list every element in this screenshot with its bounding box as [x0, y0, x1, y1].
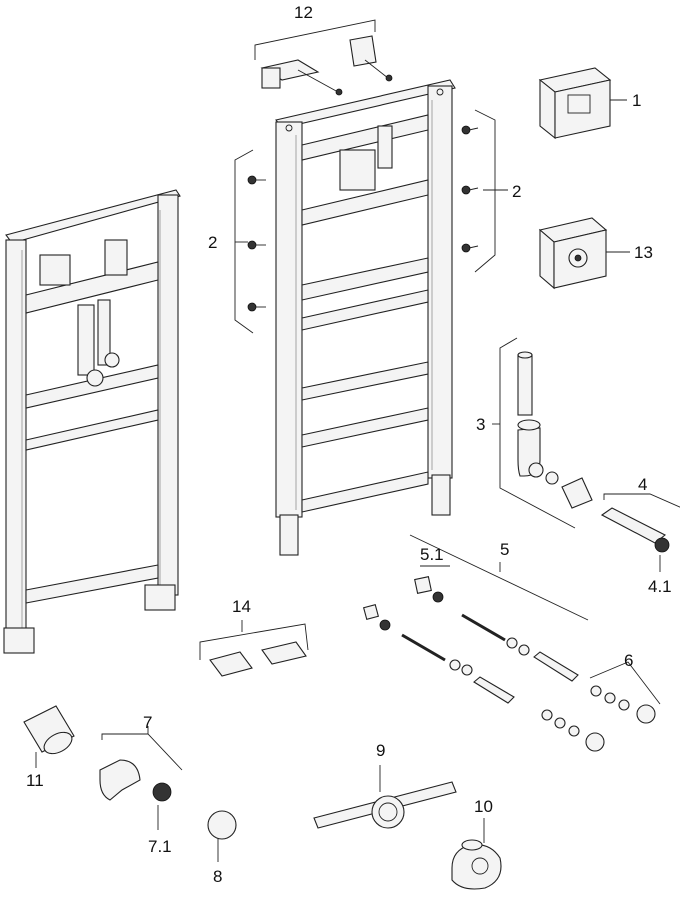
label-10: 10	[474, 797, 493, 816]
part-7-elbow	[99, 726, 183, 830]
label-13: 13	[634, 243, 653, 262]
part-12-brackets	[254, 19, 393, 96]
label-1: 1	[632, 91, 641, 110]
part-11-sleeve	[23, 705, 75, 768]
label-4-1: 4.1	[648, 577, 672, 596]
label-2-left: 2	[208, 233, 217, 252]
part-5-rods	[362, 534, 589, 704]
label-9: 9	[376, 741, 385, 760]
part-14-clips	[199, 620, 309, 677]
label-7-1: 7.1	[148, 837, 172, 856]
label-12: 12	[294, 3, 313, 22]
label-2-right: 2	[512, 182, 521, 201]
frame-main	[275, 79, 456, 556]
part-10-trap	[451, 818, 502, 890]
label-8: 8	[213, 867, 222, 886]
label-7: 7	[143, 713, 152, 732]
label-5: 5	[500, 540, 509, 559]
part-13-box	[538, 217, 630, 290]
part-9-crossbar	[313, 765, 457, 829]
part-4-connector	[600, 493, 680, 572]
part-6-washers	[541, 661, 661, 752]
label-14: 14	[232, 597, 251, 616]
part-2-screws-right	[461, 109, 508, 273]
label-5-1: 5.1	[420, 545, 444, 564]
frame-assembled	[3, 189, 181, 654]
part-2-screws-left	[234, 149, 266, 334]
label-3: 3	[476, 415, 485, 434]
part-1-box	[538, 67, 627, 140]
label-6: 6	[624, 651, 633, 670]
label-11: 11	[26, 771, 44, 790]
part-8-cap	[207, 810, 237, 862]
part-3-drain-pipe	[492, 337, 593, 529]
part-5-1-nut	[414, 565, 450, 603]
label-4: 4	[638, 475, 647, 494]
